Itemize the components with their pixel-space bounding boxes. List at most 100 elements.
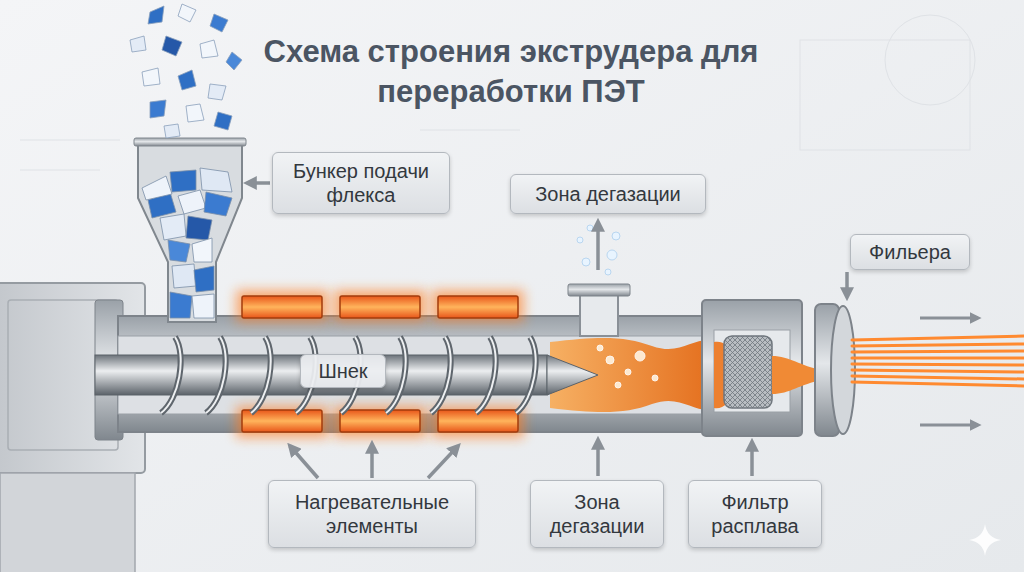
- flake: [226, 52, 242, 70]
- flow-arrows: [920, 318, 978, 425]
- heater-glow: [334, 290, 426, 322]
- flow-arrow: [920, 424, 978, 427]
- leader-arrow: [596, 222, 600, 270]
- flake: [170, 292, 192, 318]
- strand: [852, 344, 1024, 346]
- flake: [186, 216, 212, 240]
- label-box: Шнек: [300, 354, 386, 388]
- flake: [178, 190, 206, 214]
- label-box: Бункер подачи флекса: [272, 152, 450, 214]
- label-box: Зона дегазации: [510, 174, 706, 214]
- feed-hopper: [138, 140, 242, 322]
- bubble: [597, 345, 603, 351]
- flake: [186, 104, 204, 122]
- machine-stand: [0, 473, 135, 572]
- strand: [852, 364, 1024, 365]
- bubble: [605, 269, 611, 275]
- flake: [172, 264, 196, 288]
- flake: [194, 266, 214, 292]
- flake: [204, 192, 232, 216]
- bubble: [587, 225, 593, 231]
- melt-strands: [852, 336, 1024, 386]
- flake: [164, 124, 180, 138]
- label-text: Зона дегазации: [535, 182, 681, 206]
- screw-flights: [161, 337, 536, 413]
- sparkle-mark: [969, 524, 1001, 556]
- bubble: [607, 250, 617, 260]
- flake: [178, 4, 196, 22]
- heater-band: [340, 410, 420, 432]
- flake: [200, 168, 232, 192]
- diagram-title: Схема строения экструдера для переработк…: [246, 32, 776, 112]
- flake: [170, 170, 196, 192]
- hopper-flakes: [142, 168, 232, 318]
- hopper-rim: [134, 138, 246, 146]
- label-text: Фильера: [869, 240, 951, 264]
- vent-port: [580, 294, 618, 336]
- flake: [150, 100, 166, 118]
- heater-glow: [432, 290, 524, 322]
- leader-arrow: [845, 272, 849, 297]
- leader-arrow: [428, 446, 458, 478]
- flake: [142, 176, 172, 200]
- label-box: Зона дегазации: [530, 480, 664, 548]
- strand: [852, 336, 1024, 340]
- heater-glow: [236, 290, 328, 322]
- leader-arrow: [370, 444, 374, 478]
- leader-arrow: [247, 181, 270, 185]
- leader-arrows: [247, 183, 847, 478]
- strand: [852, 376, 1024, 379]
- label-text: Зона дегазации: [539, 490, 655, 538]
- label-box: Фильтр расплава: [688, 480, 822, 548]
- bubble: [606, 356, 614, 364]
- bubble: [582, 258, 590, 266]
- heater-band: [438, 296, 518, 318]
- bubble: [612, 232, 620, 240]
- strand-glow: [850, 355, 1024, 361]
- flake: [148, 6, 164, 24]
- sketch-line: [885, 15, 975, 105]
- flight-highlight: [161, 337, 536, 413]
- label-box: Фильера: [850, 234, 970, 270]
- flow-arrow: [920, 317, 978, 320]
- label-text: Нагревательные элементы: [277, 490, 467, 538]
- bubble: [625, 369, 631, 375]
- strand: [852, 370, 1024, 372]
- label-text: Фильтр расплава: [697, 490, 813, 538]
- strand: [852, 351, 1024, 352]
- strand: [852, 382, 1024, 386]
- flake: [192, 294, 214, 318]
- screen-mesh: [724, 336, 772, 408]
- falling-flakes: [130, 4, 242, 138]
- flake: [130, 36, 146, 52]
- flake: [192, 238, 212, 262]
- bubble: [615, 382, 621, 388]
- flake: [208, 84, 226, 100]
- strand: [852, 357, 1024, 360]
- vent-flange: [568, 284, 630, 296]
- label-box: Нагревательные элементы: [268, 480, 476, 548]
- heater-band: [242, 296, 322, 318]
- flake: [160, 214, 186, 240]
- bubble: [577, 237, 583, 243]
- flake: [162, 36, 182, 56]
- melt-bubbles: [597, 345, 658, 388]
- leader-arrow: [290, 446, 318, 478]
- flake: [210, 14, 228, 32]
- screw-tip: [547, 355, 598, 395]
- flake: [178, 70, 196, 90]
- flake: [142, 68, 160, 86]
- label-text: Бункер подачи флекса: [281, 159, 441, 207]
- bubble: [652, 375, 658, 381]
- strand-glow: [850, 355, 1024, 361]
- flake: [168, 240, 190, 262]
- leader-arrow: [750, 442, 754, 476]
- label-text: Шнек: [318, 359, 367, 383]
- screw-shaft: [95, 355, 547, 395]
- flake: [200, 40, 218, 58]
- leader-arrow: [596, 440, 600, 476]
- heater-band: [340, 296, 420, 318]
